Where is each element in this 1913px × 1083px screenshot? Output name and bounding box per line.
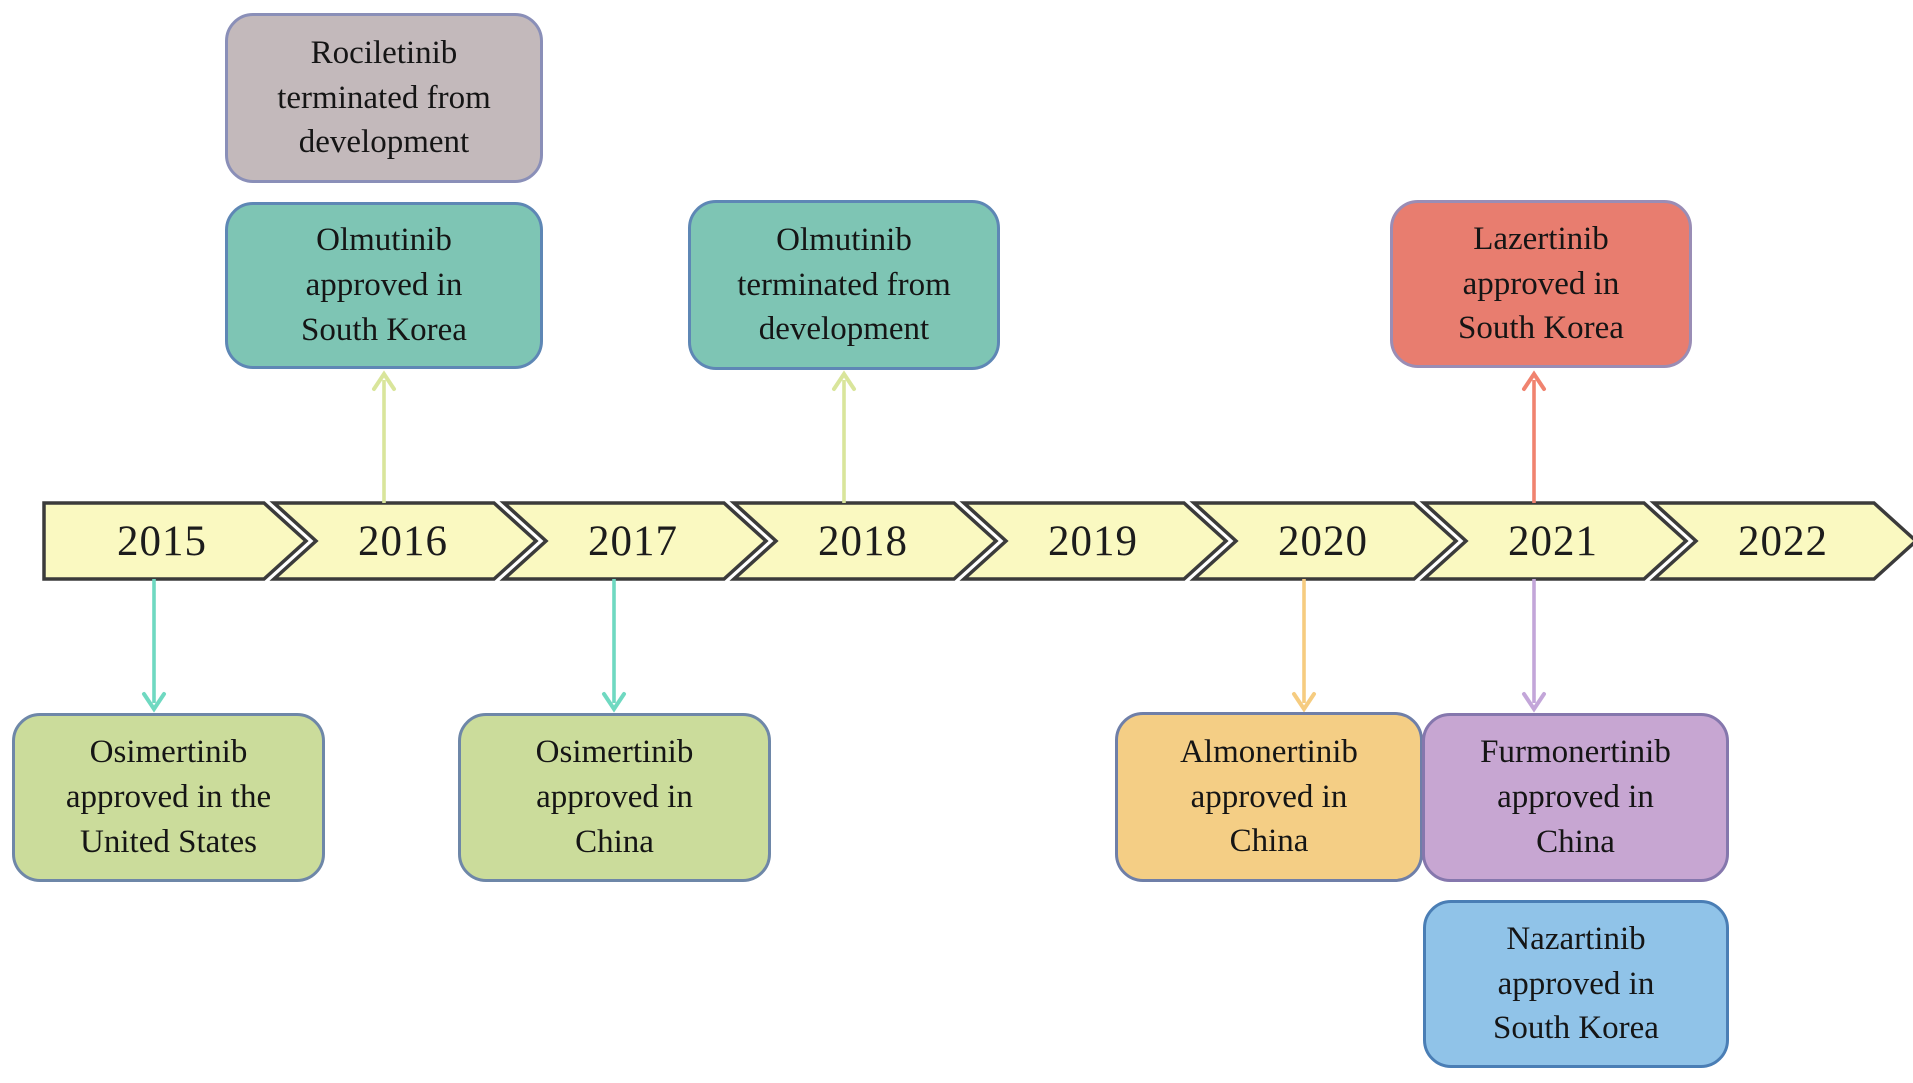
arrow-2015-down-head bbox=[142, 692, 166, 713]
event-box-olmutinib-approved-kr: Olmutinib approved in South Korea bbox=[225, 202, 543, 369]
timeline-chevron-2021 bbox=[1419, 501, 1689, 581]
arrow-2021-up bbox=[1522, 370, 1546, 503]
event-text-rociletinib-terminated: Rociletinib terminated from development bbox=[277, 31, 491, 166]
arrow-2021-down bbox=[1522, 579, 1546, 713]
arrow-2021-up-head bbox=[1522, 370, 1546, 391]
arrow-2017-down bbox=[602, 579, 626, 713]
event-text-line: Olmutinib bbox=[316, 222, 452, 259]
timeline-chevron-2022 bbox=[1649, 501, 1913, 581]
event-box-rociletinib-terminated: Rociletinib terminated from development bbox=[225, 13, 543, 183]
event-text-line: South Korea bbox=[301, 311, 467, 348]
event-box-lazertinib-approved-kr: Lazertinib approved in South Korea bbox=[1390, 200, 1692, 368]
timeline-chevron-2018 bbox=[729, 501, 999, 581]
arrow-2017-down-head bbox=[602, 692, 626, 713]
event-text-line: approved in the bbox=[65, 779, 272, 816]
event-text-line: approved in bbox=[1190, 778, 1348, 815]
event-text-osimertinib-approved-cn: Osimertinib approved in China bbox=[536, 730, 694, 865]
event-text-line: approved in bbox=[1497, 779, 1654, 816]
timeline-chevron-2019 bbox=[959, 501, 1229, 581]
event-text-olmutinib-approved-kr: Olmutinib approved in South Korea bbox=[301, 218, 467, 353]
arrow-2016-up-head bbox=[372, 370, 396, 391]
timeline-chevron-2015 bbox=[42, 501, 309, 581]
event-text-line: approved in bbox=[1462, 265, 1620, 302]
event-box-almonertinib-approved-cn: Almonertinib approved in China bbox=[1115, 712, 1423, 882]
event-text-line: Rociletinib bbox=[310, 34, 458, 71]
arrow-2015-down bbox=[142, 579, 166, 713]
event-text-line: approved in bbox=[1497, 965, 1655, 1002]
event-text-line: China bbox=[1536, 823, 1615, 860]
event-text-line: China bbox=[575, 823, 654, 860]
event-box-osimertinib-approved-cn: Osimertinib approved in China bbox=[458, 713, 771, 882]
arrow-2016-up bbox=[372, 370, 396, 503]
event-text-line: approved in bbox=[536, 779, 693, 816]
event-text-line: Lazertinib bbox=[1473, 220, 1609, 257]
event-text-almonertinib-approved-cn: Almonertinib approved in China bbox=[1180, 730, 1358, 865]
event-text-line: Osimertinib bbox=[89, 734, 248, 771]
arrow-2018-up-head bbox=[832, 370, 856, 391]
event-text-line: Furmonertinib bbox=[1480, 734, 1671, 771]
event-box-olmutinib-terminated: Olmutinib terminated from development bbox=[688, 200, 1000, 370]
event-text-line: China bbox=[1229, 823, 1309, 860]
arrow-2021-down-head bbox=[1522, 692, 1546, 713]
event-text-line: South Korea bbox=[1493, 1010, 1659, 1047]
event-text-line: Nazartinib bbox=[1506, 920, 1646, 957]
event-text-line: Almonertinib bbox=[1180, 733, 1358, 770]
arrow-2020-down-head bbox=[1292, 692, 1316, 713]
event-text-line: development bbox=[298, 124, 470, 161]
event-text-line: Olmutinib bbox=[776, 221, 912, 258]
event-text-line: development bbox=[758, 311, 930, 348]
event-text-line: Osimertinib bbox=[535, 734, 694, 771]
event-text-line: terminated from bbox=[737, 266, 951, 303]
arrow-2018-up bbox=[832, 370, 856, 503]
event-text-line: United States bbox=[80, 823, 257, 860]
timeline-chevron-2020 bbox=[1189, 501, 1459, 581]
timeline-chevron-2017 bbox=[499, 501, 769, 581]
event-text-line: approved in bbox=[305, 267, 463, 304]
event-text-lazertinib-approved-kr: Lazertinib approved in South Korea bbox=[1458, 217, 1624, 352]
event-box-nazartinib-approved-kr: Nazartinib approved in South Korea bbox=[1423, 900, 1729, 1068]
event-box-furmonertinib-approved-cn: Furmonertinib approved in China bbox=[1422, 713, 1729, 882]
event-text-olmutinib-terminated: Olmutinib terminated from development bbox=[737, 218, 951, 353]
event-text-furmonertinib-approved-cn: Furmonertinib approved in China bbox=[1480, 730, 1671, 865]
event-text-nazartinib-approved-kr: Nazartinib approved in South Korea bbox=[1493, 917, 1659, 1052]
arrow-2020-down bbox=[1292, 579, 1316, 713]
timeline-chevron-2016 bbox=[269, 501, 539, 581]
event-text-line: terminated from bbox=[277, 79, 491, 116]
event-text-line: South Korea bbox=[1458, 310, 1624, 347]
